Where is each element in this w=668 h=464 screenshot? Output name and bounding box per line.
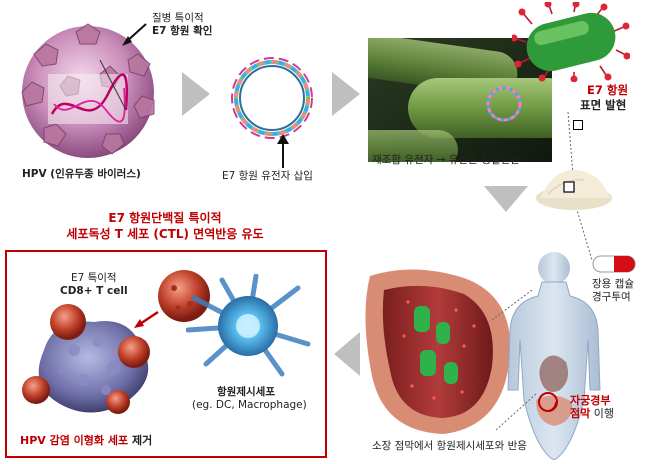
response-title: E7 항원단백질 특이적 세포독성 T 세포 (CTL) 면역반응 유도 [0,210,330,242]
ctl-response-panel [5,250,327,458]
powder-pile [536,169,612,210]
surface-label-line2: 표면 발현 [580,98,627,112]
cervix-line1: 자궁경부 [570,394,611,407]
human-body [492,252,601,460]
powder-marker [573,120,583,130]
attack-arrow [134,310,159,328]
removal-rest: 제거 [128,434,153,447]
capsule-line2: 경구투여 [592,291,631,303]
apc-line2: (eg. DC, Macrophage) [192,399,307,411]
plasmid-caption: E7 항원 유전자 삽입 [222,170,313,182]
t-cell [158,270,210,322]
hpv-virus-illustration [21,23,155,158]
capsule-line1: 장용 캡슐 [592,278,634,290]
flow-arrow-1 [182,72,210,116]
hpv-caption: HPV (인유두종 바이러스) [22,168,141,180]
e7-expressing-bacterium [512,2,630,82]
tcell-label: E7 특이적 CD8+ T cell [60,272,128,298]
callout-arrow [122,23,147,46]
flow-arrow-left [334,332,360,376]
response-title-line1: E7 항원단백질 특이적 [108,211,222,225]
apc-line1: 항원제시세포 [217,386,275,398]
intestine-mucosa [365,269,511,434]
tumor-cell-cluster [22,304,150,414]
bacteria-caption: 재조합 유전자 → 유산균 형질전환 [372,154,520,166]
insert-pointer-arrow [277,134,289,168]
flow-arrow-down [484,186,528,212]
removal-highlight: HPV 감염 이형화 세포 [20,434,129,447]
enteric-capsule [592,255,636,273]
flow-arrow-2 [332,72,360,116]
tcell-line2: CD8+ T cell [60,285,128,297]
cervix-line2-rest: 이행 [590,407,614,420]
intestine-caption: 소장 점막에서 항원제시세포와 반응 [372,440,527,452]
antigen-presenting-cell [186,274,311,377]
plasmid-dna-ring [231,57,313,139]
hpv-note-line1: 질병 특이적 [152,12,204,24]
hpv-note-line2: E7 항원 확인 [152,25,213,37]
hpv-note: 질병 특이적 E7 항원 확인 [152,12,212,38]
apc-label: 항원제시세포 (eg. DC, Macrophage) [192,386,307,412]
tcell-line1: E7 특이적 [70,272,117,284]
cervix-line2-red: 점막 [570,407,591,420]
surface-label-line1: E7 항원 [587,83,629,97]
response-title-line2: 세포독성 T 세포 (CTL) 면역반응 유도 [66,227,264,241]
cervix-label: 자궁경부 점막 이행 [570,394,614,420]
bacteria-micrograph [368,38,552,162]
capsule-label: 장용 캡슐 경구투여 [592,278,634,304]
removal-caption: HPV 감염 이형화 세포 제거 [20,434,152,447]
zoom-connector-lines [567,111,593,261]
